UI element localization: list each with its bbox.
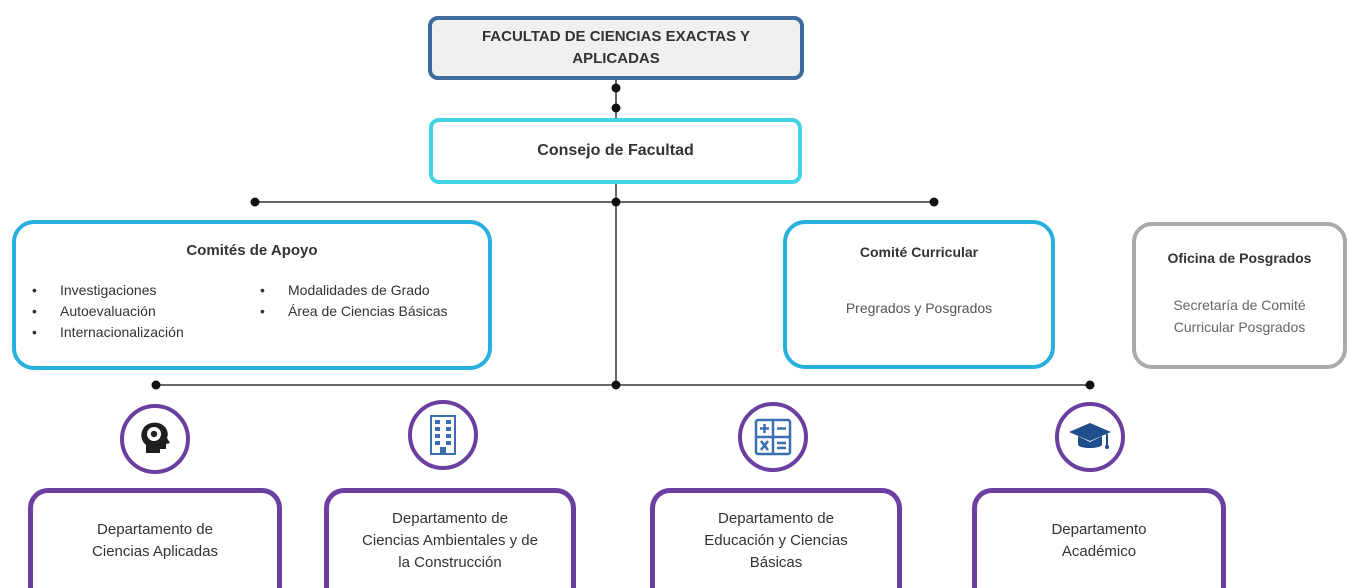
- department-label-line1: Departamento de: [97, 520, 213, 538]
- support-list-right: Modalidades de Grado Área de Ciencias Bá…: [256, 280, 448, 322]
- list-item: Autoevaluación: [28, 301, 184, 322]
- building-icon: [408, 400, 478, 470]
- postgrad-office-text: Secretaría de Comité Curricular Posgrado…: [1146, 294, 1333, 338]
- department-label-line3: Básicas: [749, 553, 803, 571]
- list-item: Área de Ciencias Básicas: [256, 301, 448, 322]
- department-academic: Departamento Académico: [972, 488, 1226, 588]
- department-education-basic-sciences: Departamento de Educación y Ciencias Bás…: [650, 488, 902, 588]
- department-label-line2: Académico: [1061, 542, 1137, 560]
- list-item: Modalidades de Grado: [256, 280, 448, 301]
- department-applied-sciences: Departamento de Ciencias Aplicadas: [28, 488, 282, 588]
- calculator-icon: [738, 402, 808, 472]
- graduation-cap-icon: [1055, 402, 1125, 472]
- council-title: Consejo de Facultad: [537, 142, 694, 159]
- support-committees-box: Comités de Apoyo Investigaciones Autoeva…: [12, 220, 492, 370]
- faculty-title-line2: APLICADAS: [572, 50, 660, 67]
- department-label-line1: Departamento: [1051, 520, 1147, 538]
- department-label-line2: Educación y Ciencias: [704, 531, 848, 549]
- council-box: Consejo de Facultad: [429, 118, 802, 184]
- list-item: Internacionalización: [28, 322, 184, 343]
- curricular-committee-text: Pregrados y Posgrados: [845, 300, 993, 316]
- curricular-committee-box: Comité Curricular Pregrados y Posgrados: [783, 220, 1055, 369]
- department-label-line3: la Construcción: [398, 553, 502, 571]
- support-list-left: Investigaciones Autoevaluación Internaci…: [28, 280, 184, 343]
- department-environmental-construction: Departamento de Ciencias Ambientales y d…: [324, 488, 576, 588]
- postgrad-office-title: Oficina de Posgrados: [1167, 250, 1312, 266]
- postgrad-office-box: Oficina de Posgrados Secretaría de Comit…: [1132, 222, 1347, 369]
- faculty-title-line1: FACULTAD DE CIENCIAS EXACTAS Y: [481, 28, 751, 45]
- list-item: Investigaciones: [28, 280, 184, 301]
- curricular-committee-title: Comité Curricular: [859, 244, 979, 260]
- postgrad-office-text-line1: Secretaría de Comité: [1173, 297, 1306, 313]
- department-label-line2: Ciencias Ambientales y de: [362, 531, 538, 549]
- department-label-line1: Departamento de: [392, 509, 508, 527]
- faculty-box: FACULTAD DE CIENCIAS EXACTAS Y APLICADAS: [428, 16, 804, 80]
- department-label-line2: Ciencias Aplicadas: [92, 542, 218, 560]
- support-committees-title: Comités de Apoyo: [186, 242, 318, 259]
- department-label-line1: Departamento de: [718, 509, 834, 527]
- head-gear-icon: [120, 404, 190, 474]
- postgrad-office-text-line2: Curricular Posgrados: [1173, 319, 1306, 335]
